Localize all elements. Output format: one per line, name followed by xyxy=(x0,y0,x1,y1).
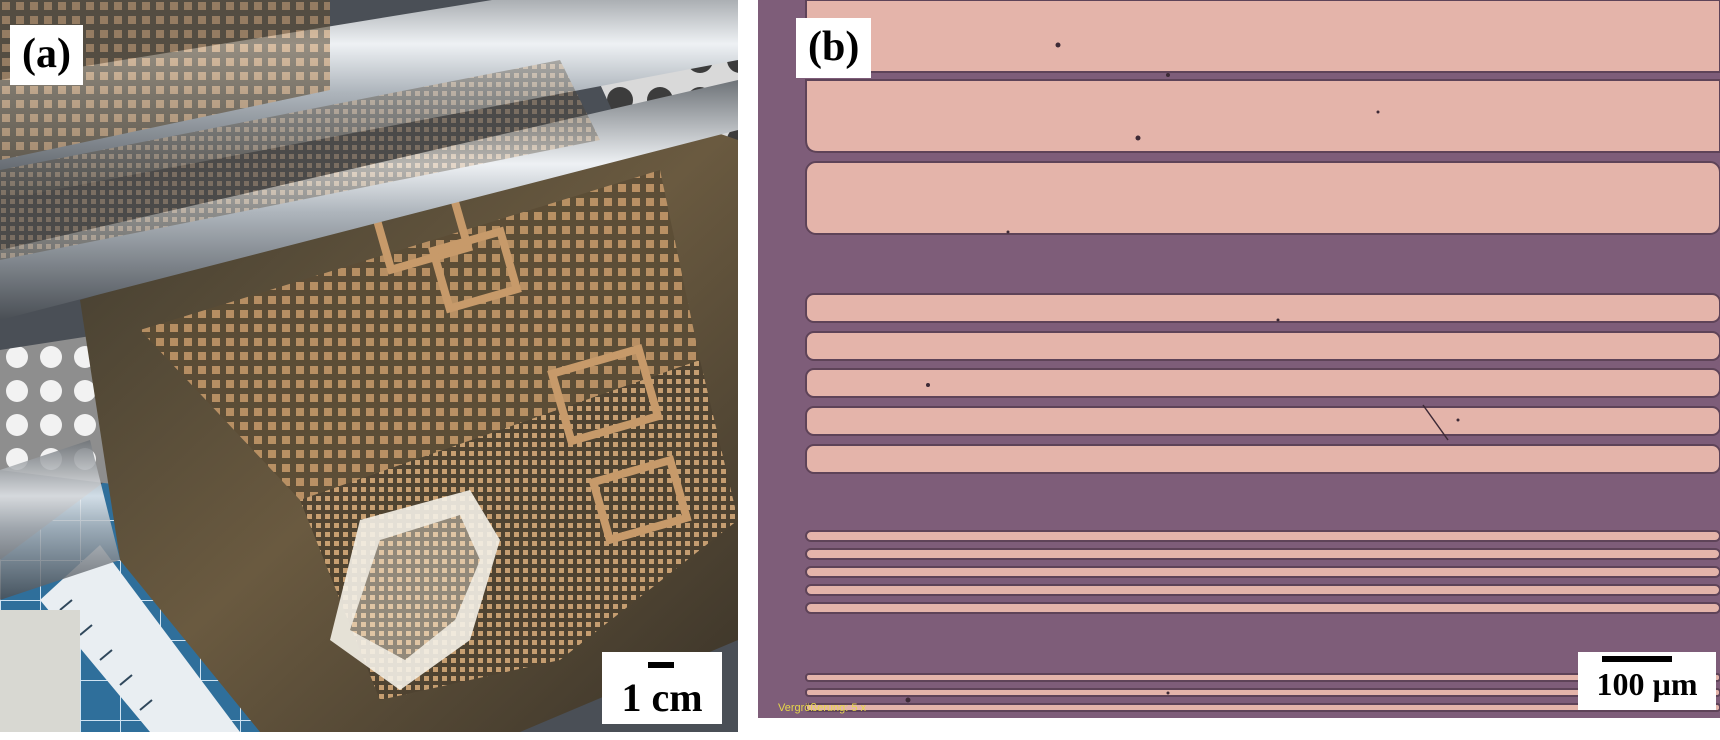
panel-b-label: (b) xyxy=(796,18,872,78)
stripe-pattern-illustration xyxy=(758,0,1720,718)
panel-a-label: (a) xyxy=(10,25,83,85)
panel-b-scale-label: 100 µm xyxy=(1596,666,1698,702)
film-roll-illustration xyxy=(0,0,738,732)
panel-b-scale-bar: 100 µm xyxy=(1578,652,1716,710)
panel-a-photo: (a) 1 cm xyxy=(0,0,738,732)
magnification-readout: Vergrößerung: 5 x xyxy=(778,702,867,714)
panel-a-scale-bar: 1 cm xyxy=(602,652,722,724)
scale-bar-line xyxy=(648,662,674,668)
scale-bar-line xyxy=(1602,656,1672,662)
panel-b-micrograph: (b) Vergrößerung: 5 x 100 µm xyxy=(758,0,1720,718)
panel-a-scale-label: 1 cm xyxy=(621,675,703,720)
